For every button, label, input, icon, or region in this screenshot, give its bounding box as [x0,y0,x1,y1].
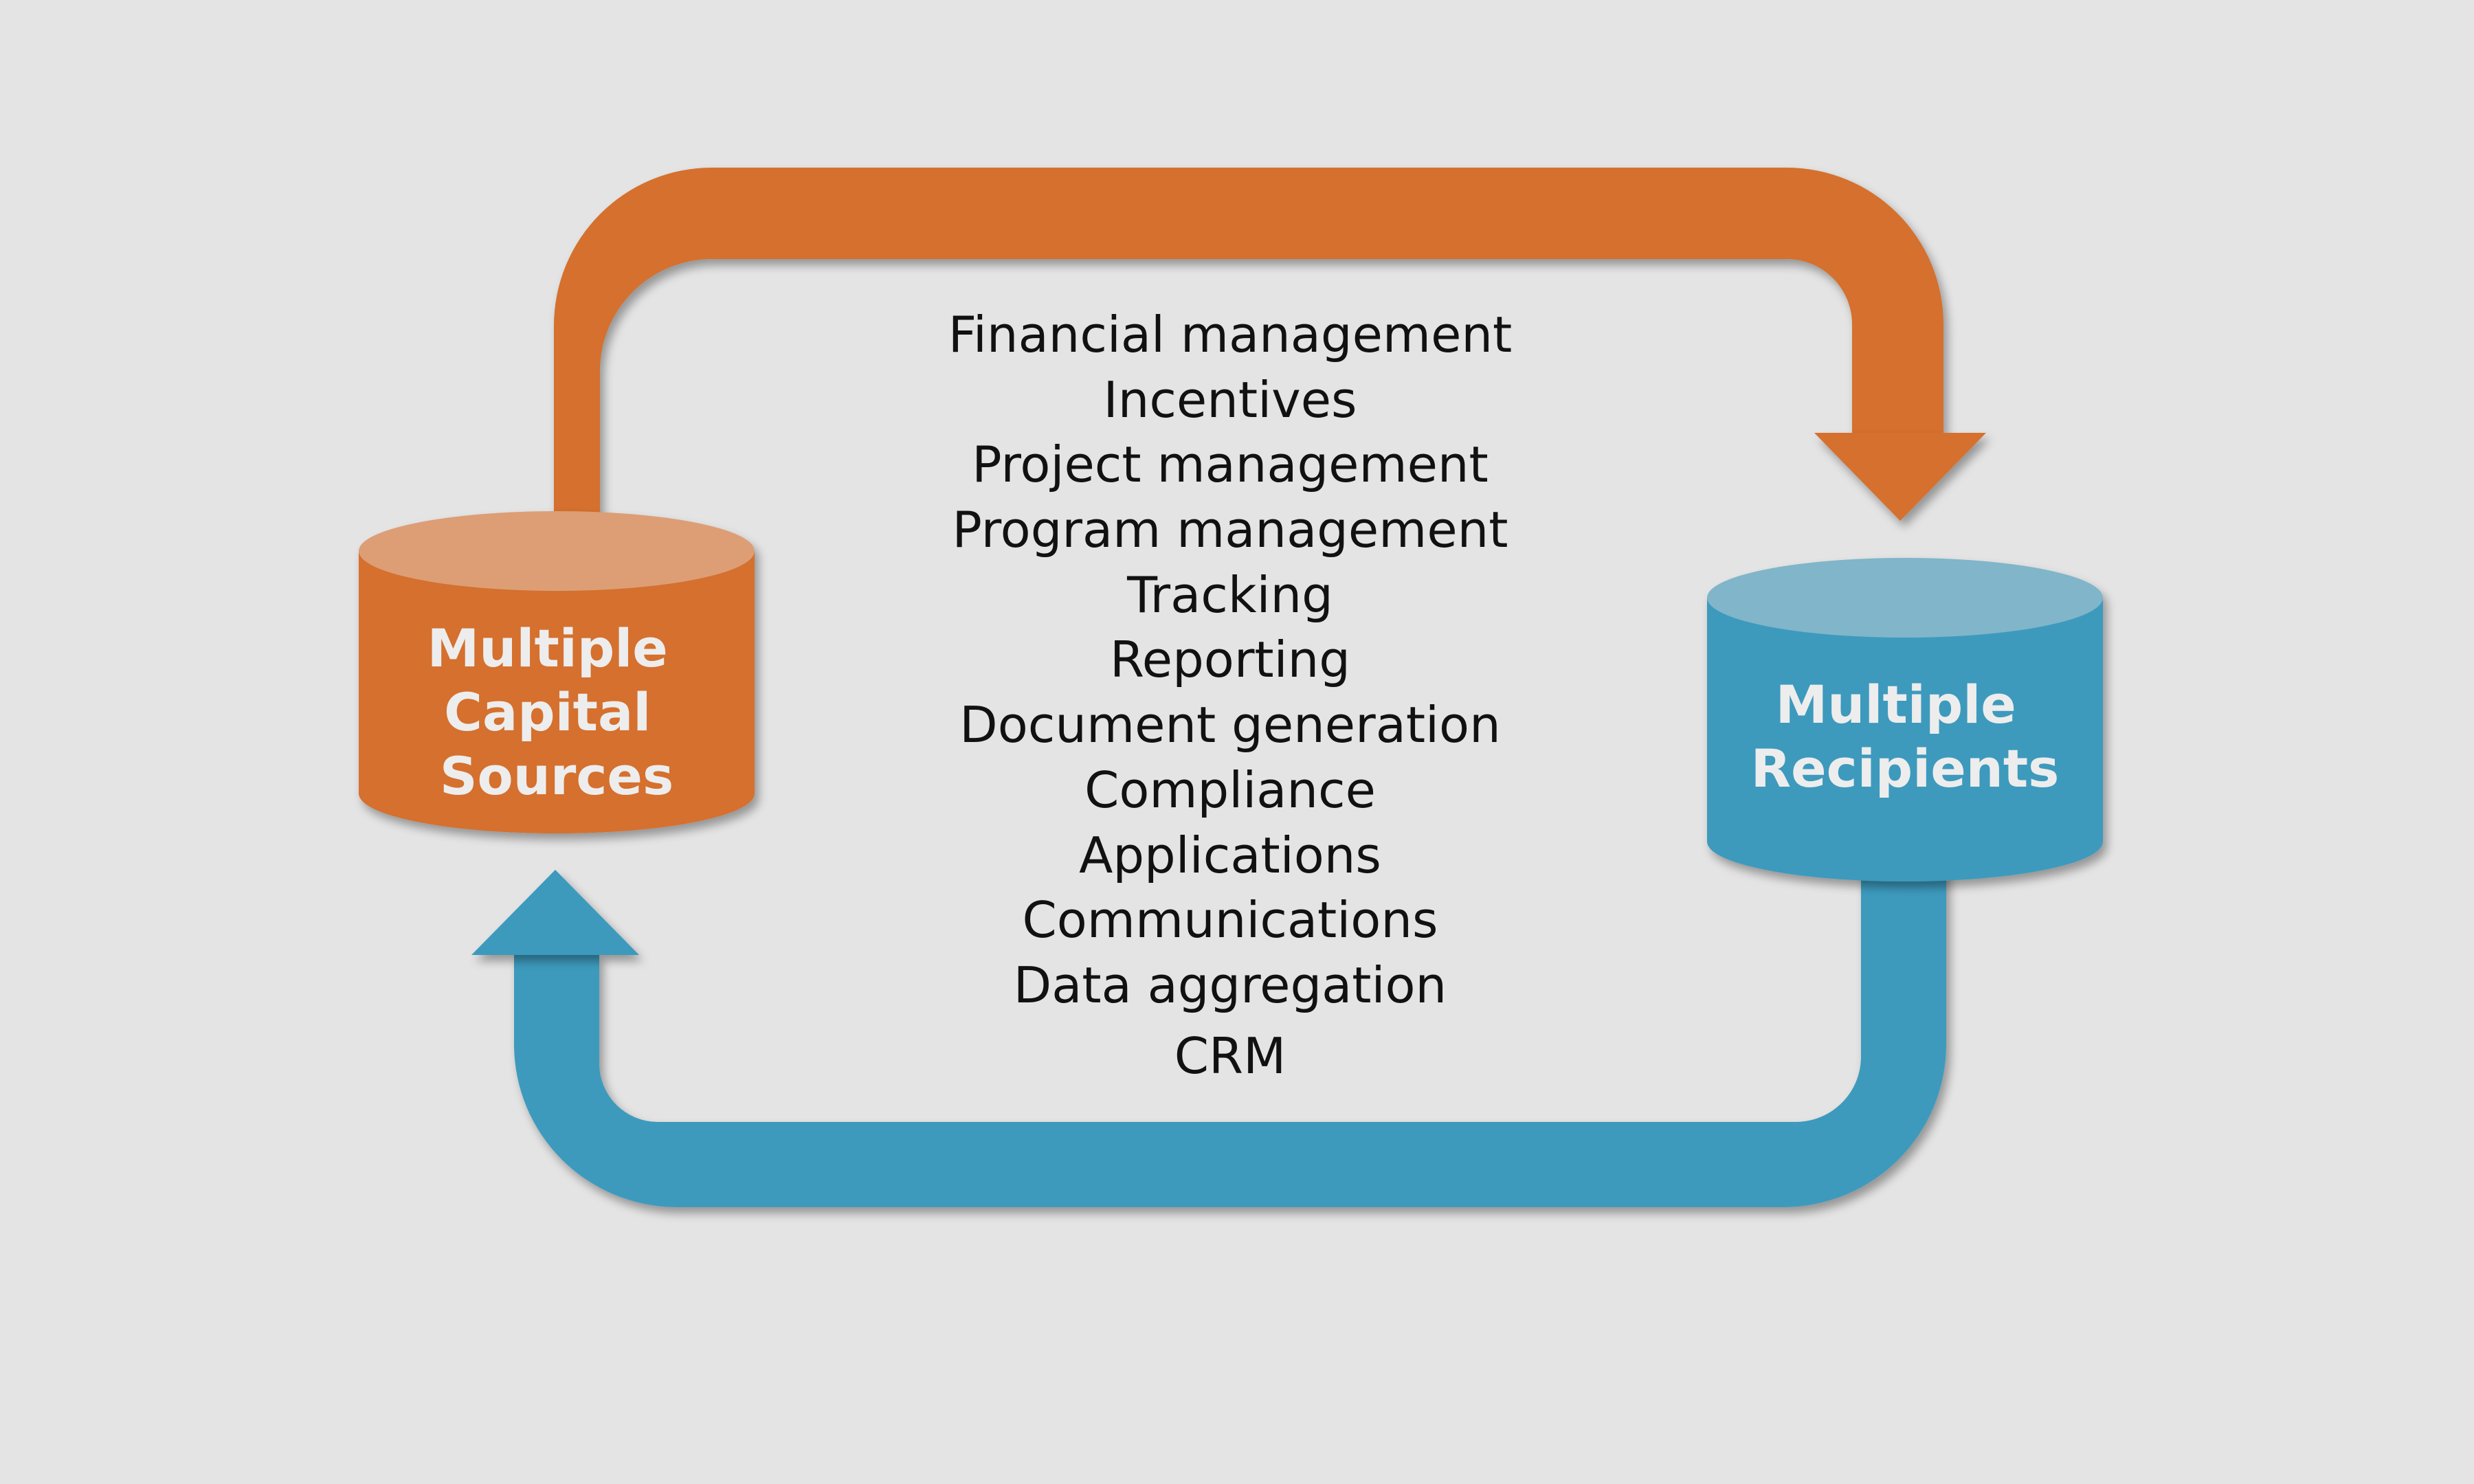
blue-flow-arrowhead [471,870,639,955]
service-item: CRM [1174,1026,1286,1085]
orange-flow-arrow-shaft [554,168,1943,522]
capital-sources-label: Multiple Capital Sources [427,618,687,807]
service-item: Financial management [948,306,1513,363]
service-item: Incentives [1103,370,1357,429]
service-item: Tracking [1127,565,1333,624]
service-item: Applications [1079,826,1381,884]
service-item: Project management [972,436,1489,494]
service-item: Document generation [959,696,1501,754]
services-list: Financial management Incentives Project … [887,302,1574,1088]
orange-flow-arrowhead [1814,433,1986,521]
capital-sources-cylinder [359,511,755,833]
recipients-cylinder [1707,558,2103,881]
service-item: Reporting [1109,631,1350,689]
service-item: Program management [952,501,1508,559]
service-item: Communications [1022,891,1438,949]
recipients-label-line-2: Recipients [1751,738,2060,799]
capital-sources-label-line-2: Capital [444,682,651,743]
capital-sources-label-line-1: Multiple [427,618,668,679]
service-item: Data aggregation [1013,956,1447,1014]
recipients-label-line-1: Multiple [1776,674,2016,735]
recipients-label: Multiple Recipients [1751,674,2060,799]
service-item: Compliance [1084,761,1376,819]
blue-flow-arrow-shaft [514,869,1946,1207]
capital-sources-label-line-3: Sources [440,745,673,807]
